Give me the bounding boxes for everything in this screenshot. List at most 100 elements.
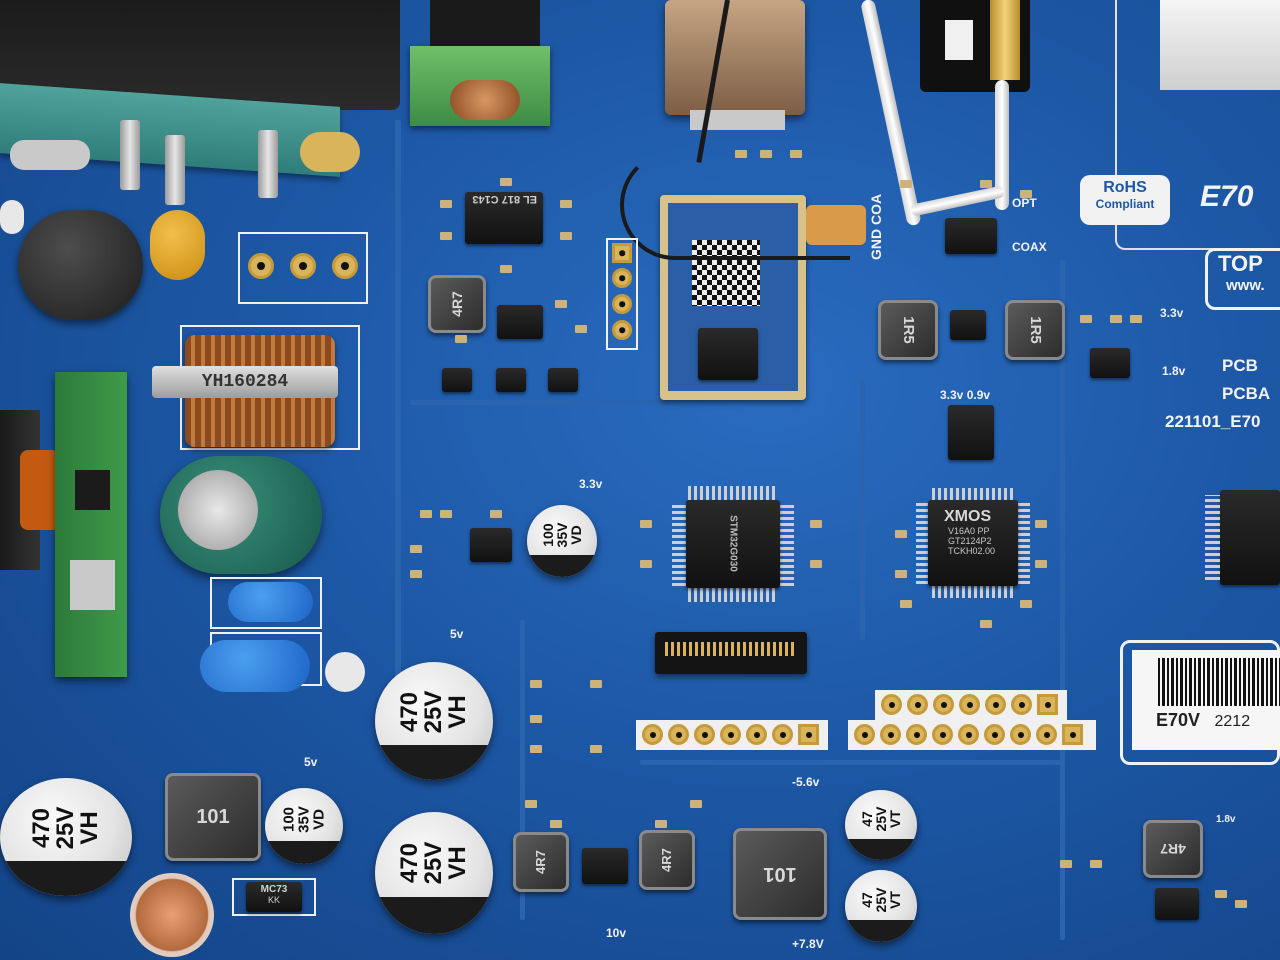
- smd-resistor: [1020, 190, 1032, 198]
- header-pad: [612, 320, 632, 340]
- inductor-4r7: 4R7: [1143, 820, 1203, 878]
- jtag-outline: [606, 238, 638, 350]
- yellow-capacitor: [150, 210, 205, 280]
- blue-y-capacitor: [228, 582, 313, 622]
- header-pad: [798, 724, 819, 745]
- smd-resistor: [440, 510, 452, 518]
- xmos-line2: GT2124P2: [948, 536, 992, 546]
- capacitor-value: 470: [28, 807, 55, 849]
- capacitor-band: [375, 897, 493, 934]
- ic-leads: [672, 502, 686, 586]
- header-pad: [984, 724, 1005, 745]
- trace: [640, 760, 1060, 765]
- inductor-4r7: 4R7: [513, 832, 569, 892]
- smd-resistor: [410, 570, 422, 578]
- mosfet-outline: [232, 878, 316, 916]
- capacitor-band: [845, 839, 917, 860]
- gnd-coa-label: GND COA: [868, 193, 884, 260]
- header-pad: [1011, 694, 1032, 715]
- barcode-model: E70V: [1156, 710, 1201, 730]
- smd-resistor: [555, 300, 567, 308]
- trace: [520, 620, 525, 920]
- copper-pad: [450, 80, 520, 120]
- voltage-label-neg5v6: -5.6v: [792, 775, 820, 789]
- module-pin: [165, 135, 185, 205]
- header-pad: [906, 724, 927, 745]
- capacitor-band: [265, 841, 343, 864]
- top-logo: TOP: [1218, 251, 1263, 276]
- smd-resistor: [895, 570, 907, 578]
- smd-resistor: [980, 180, 992, 188]
- solder-joint: [10, 140, 90, 170]
- smd-resistor: [530, 745, 542, 753]
- www-label: www.: [1226, 277, 1265, 294]
- small-ic: [950, 310, 986, 340]
- smd-resistor: [490, 510, 502, 518]
- header-pad: [958, 724, 979, 745]
- wifi-chip: [698, 328, 758, 380]
- ic-leads: [932, 488, 1016, 500]
- capacitor-value: 470: [396, 691, 423, 733]
- small-ic: [1090, 348, 1130, 378]
- smd-resistor: [1235, 900, 1247, 908]
- smd-resistor: [1020, 600, 1032, 608]
- smd-resistor: [420, 510, 432, 518]
- smd-resistor: [790, 150, 802, 158]
- header-pad: [642, 724, 663, 745]
- capacitor-series: VH: [444, 695, 471, 729]
- ic-leads: [688, 588, 778, 602]
- smd-resistor: [640, 520, 652, 528]
- standoff-post: [0, 200, 24, 234]
- sot-transistor: [548, 368, 578, 392]
- inductor-label: 1R5: [1027, 316, 1044, 344]
- capacitor-series: VT: [887, 810, 903, 828]
- opto-line1: EL: [523, 193, 537, 205]
- smd-resistor: [525, 800, 537, 808]
- coax-wire: [909, 185, 1006, 217]
- smd-resistor: [455, 335, 467, 343]
- opto-line2: 817: [501, 193, 521, 205]
- voltage-label-5v: 5v: [304, 755, 318, 769]
- smd-resistor: [590, 680, 602, 688]
- fpc-pins: [665, 642, 797, 656]
- trace: [1060, 260, 1065, 940]
- ic-leads: [780, 502, 794, 586]
- trace: [395, 120, 401, 760]
- opto-line3: C143: [472, 193, 499, 205]
- xmos-line1: V16A0 PP: [948, 526, 990, 536]
- stm32-marking: STM32G030: [727, 515, 739, 572]
- smd-resistor: [575, 325, 587, 333]
- header-pad: [907, 694, 928, 715]
- header-pad: [1062, 724, 1083, 745]
- header-pad: [746, 724, 767, 745]
- module-pin: [258, 130, 278, 198]
- logo-box: TOP www.: [1205, 248, 1280, 310]
- capacitor-series: VH: [444, 846, 471, 880]
- header-pad: [612, 243, 632, 263]
- daughter-chip: [70, 560, 115, 610]
- ic-leads: [1018, 502, 1030, 584]
- orange-coil: [20, 450, 60, 530]
- capacitor-value: 47: [859, 811, 875, 827]
- ic-leads: [688, 486, 778, 500]
- header-pad: [248, 253, 274, 279]
- transformer-label-plate: YH160284: [152, 366, 338, 398]
- inductor-101: 101: [733, 828, 827, 920]
- smd-resistor: [1130, 315, 1142, 323]
- small-ic: [497, 305, 543, 339]
- small-ic: [1155, 888, 1199, 920]
- voltage-label-5v: 5v: [450, 627, 464, 641]
- smd-resistor: [760, 150, 772, 158]
- header-pad: [772, 724, 793, 745]
- header-pad: [932, 724, 953, 745]
- smd-resistor: [530, 715, 542, 723]
- header-pad: [854, 724, 875, 745]
- barcode-number: 2212: [1214, 713, 1251, 730]
